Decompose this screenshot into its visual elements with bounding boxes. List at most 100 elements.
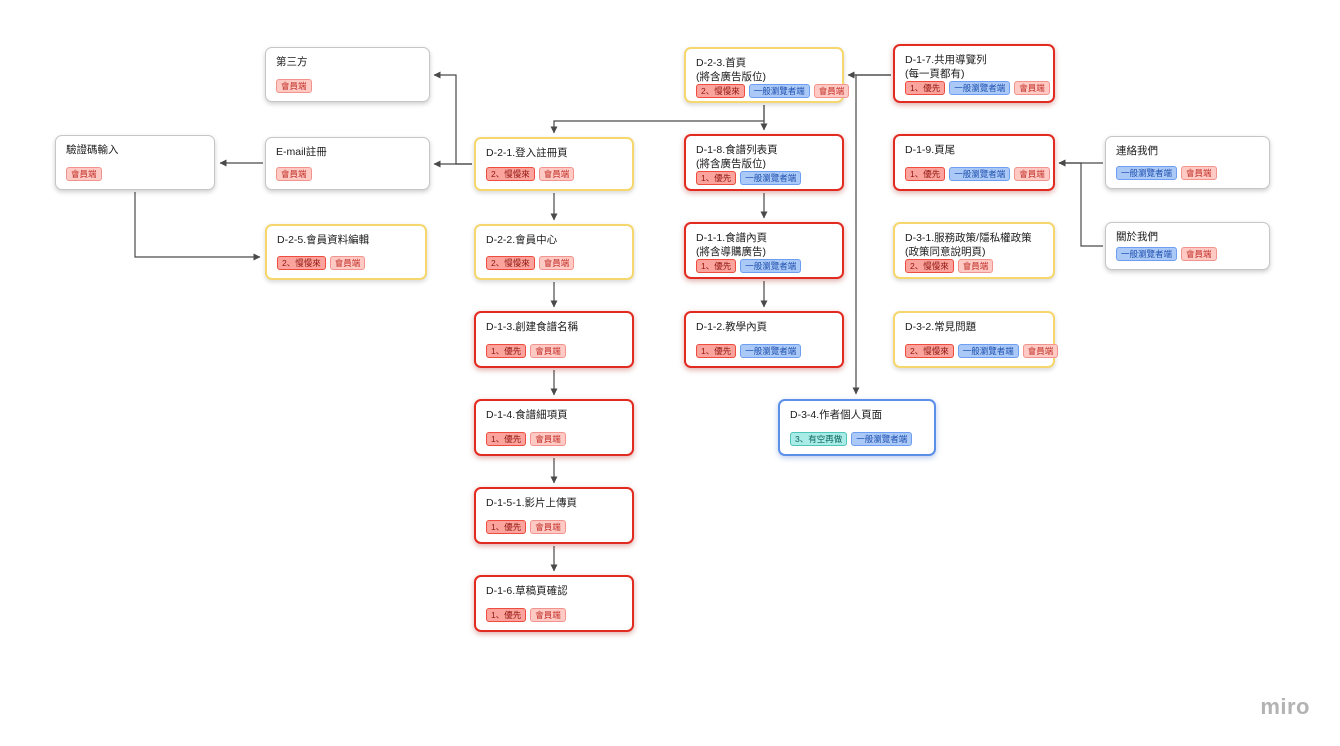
tag-member: 會員端 xyxy=(1014,167,1050,181)
card-tag-list: 一般瀏覽者端會員端 xyxy=(1116,247,1259,261)
card-title: D-3-2.常見問題 xyxy=(905,321,977,333)
connector-d-1-7-to-d-3-4[interactable] xyxy=(852,74,891,395)
card-subtitle: (每一頁都有) xyxy=(905,67,965,80)
flow-card-d-1-8[interactable]: D-1-8.食譜列表頁(將含廣告版位)1、優先一般瀏覽者端 xyxy=(684,134,844,191)
tag-p1: 1、優先 xyxy=(696,259,737,274)
flow-card-captcha-input[interactable]: 驗證碼輸入會員端 xyxy=(55,135,215,190)
card-title: D-1-6.草稿頁確認 xyxy=(486,585,568,597)
tag-p1: 1、優先 xyxy=(486,344,527,358)
flow-card-email-signup[interactable]: E-mail註冊會員端 xyxy=(265,137,430,190)
connector-about-us-to-d-1-9[interactable] xyxy=(1058,159,1103,247)
tag-viewer: 一般瀏覽者端 xyxy=(949,81,1011,96)
card-tag-list: 1、優先會員端 xyxy=(486,608,622,622)
tag-p1: 1、優先 xyxy=(905,167,946,181)
card-subtitle: (政策同意說明頁) xyxy=(905,245,986,258)
card-tag-list: 2、慢慢來會員端 xyxy=(905,259,1043,274)
tag-member: 會員端 xyxy=(530,432,566,446)
tag-p2: 2、慢慢來 xyxy=(905,259,954,274)
flow-card-contact-us[interactable]: 連絡我們一般瀏覽者端會員端 xyxy=(1105,136,1270,189)
tag-p1: 1、優先 xyxy=(486,520,527,534)
card-subtitle: (將含導購廣告) xyxy=(696,245,766,258)
tag-viewer: 一般瀏覽者端 xyxy=(957,344,1019,358)
flow-card-d-1-9[interactable]: D-1-9.頁尾 1、優先一般瀏覽者端會員端 xyxy=(893,134,1055,191)
tag-viewer: 一般瀏覽者端 xyxy=(740,344,802,358)
tag-p3: 3、有空再做 xyxy=(790,432,848,446)
card-tag-list: 1、優先一般瀏覽者端會員端 xyxy=(905,167,1050,181)
card-title: D-2-3.首頁 xyxy=(696,57,747,69)
tag-member: 會員端 xyxy=(1181,166,1217,180)
card-tag-list: 一般瀏覽者端會員端 xyxy=(1116,166,1259,180)
flow-card-d-2-3[interactable]: D-2-3.首頁(將含廣告版位)2、慢慢來一般瀏覽者端會員端 xyxy=(684,47,850,103)
flow-card-d-3-2[interactable]: D-3-2.常見問題 2、慢慢來一般瀏覽者端會員端 xyxy=(893,311,1059,368)
tag-member: 會員端 xyxy=(530,344,566,358)
card-title: 驗證碼輸入 xyxy=(66,144,119,156)
card-title: D-2-2.會員中心 xyxy=(486,234,558,246)
flow-card-third-party[interactable]: 第三方會員端 xyxy=(265,47,430,102)
tag-viewer: 一般瀏覽者端 xyxy=(1116,166,1178,180)
flow-card-d-1-1[interactable]: D-1-1.食譜內頁(將含導購廣告)1、優先一般瀏覽者端 xyxy=(684,222,844,279)
connector-captcha-to-d-2-5[interactable] xyxy=(134,192,261,261)
card-tag-list: 會員端 xyxy=(276,79,419,93)
tag-member: 會員端 xyxy=(813,84,850,99)
card-tag-list: 1、優先會員端 xyxy=(486,432,622,446)
tag-member: 會員端 xyxy=(538,167,575,181)
card-title: D-1-3.創建食譜名稱 xyxy=(486,321,579,333)
tag-p2: 2、慢慢來 xyxy=(486,167,535,181)
card-title: E-mail註冊 xyxy=(276,146,327,158)
tag-viewer: 一般瀏覽者端 xyxy=(748,84,810,99)
flow-card-about-us[interactable]: 關於我們一般瀏覽者端會員端 xyxy=(1105,222,1270,270)
tag-viewer: 一般瀏覽者端 xyxy=(740,259,802,274)
card-tag-list: 2、慢慢來會員端 xyxy=(486,256,622,270)
tag-p1: 1、優先 xyxy=(486,608,527,622)
card-title: 連絡我們 xyxy=(1116,145,1158,157)
card-tag-list: 會員端 xyxy=(276,167,419,181)
connector-d-2-3-to-d-2-1[interactable] xyxy=(550,105,765,134)
tag-p1: 1、優先 xyxy=(696,344,737,358)
card-tag-list: 1、優先會員端 xyxy=(486,344,622,358)
flow-card-d-1-7[interactable]: D-1-7.共用導覽列(每一頁都有)1、優先一般瀏覽者端會員端 xyxy=(893,44,1055,103)
tag-p2: 2、慢慢來 xyxy=(486,256,535,270)
tag-viewer: 一般瀏覽者端 xyxy=(949,167,1011,181)
flow-card-d-1-3[interactable]: D-1-3.創建食譜名稱 1、優先會員端 xyxy=(474,311,634,368)
tag-member: 會員端 xyxy=(530,520,566,534)
card-title: D-1-1.食譜內頁 xyxy=(696,232,768,244)
card-tag-list: 1、優先會員端 xyxy=(486,520,622,534)
card-title: D-1-8.食譜列表頁 xyxy=(696,144,778,156)
card-title: 第三方 xyxy=(276,56,308,68)
card-title: D-3-1.服務政策/隱私權政策 xyxy=(905,232,1032,244)
flow-card-d-3-4[interactable]: D-3-4.作者個人頁面 3、有空再做一般瀏覽者端 xyxy=(778,399,936,456)
card-tag-list: 2、慢慢來一般瀏覽者端會員端 xyxy=(905,344,1059,358)
card-tag-list: 1、優先一般瀏覽者端 xyxy=(696,344,832,358)
flow-card-d-2-1[interactable]: D-2-1.登入註冊頁 2、慢慢來會員端 xyxy=(474,137,634,191)
connector-d-2-1-to-third-party[interactable] xyxy=(433,71,472,165)
flow-card-d-1-2[interactable]: D-1-2.教學內頁 1、優先一般瀏覽者端 xyxy=(684,311,844,368)
card-title: 關於我們 xyxy=(1116,231,1158,243)
card-title: D-2-5.會員資料編輯 xyxy=(277,234,370,246)
tag-p2: 2、慢慢來 xyxy=(905,344,954,358)
flow-card-d-3-1[interactable]: D-3-1.服務政策/隱私權政策(政策同意說明頁)2、慢慢來會員端 xyxy=(893,222,1055,279)
card-title: D-3-4.作者個人頁面 xyxy=(790,409,883,421)
card-tag-list: 1、優先一般瀏覽者端 xyxy=(696,171,832,186)
flow-card-d-2-2[interactable]: D-2-2.會員中心 2、慢慢來會員端 xyxy=(474,224,634,280)
card-tag-list: 2、慢慢來一般瀏覽者端會員端 xyxy=(696,84,850,99)
card-subtitle: (將含廣告版位) xyxy=(696,70,766,83)
tag-member: 會員端 xyxy=(276,79,312,93)
tag-p2: 2、慢慢來 xyxy=(277,256,326,270)
card-title: D-1-9.頁尾 xyxy=(905,144,956,156)
tag-member: 會員端 xyxy=(276,167,312,181)
tag-p1: 1、優先 xyxy=(486,432,527,446)
flow-card-d-1-6[interactable]: D-1-6.草稿頁確認 1、優先會員端 xyxy=(474,575,634,632)
tag-member: 會員端 xyxy=(1014,81,1050,96)
card-title: D-1-2.教學內頁 xyxy=(696,321,768,333)
card-subtitle: (將含廣告版位) xyxy=(696,157,766,170)
miro-logo: miro xyxy=(1260,694,1310,719)
card-title: D-2-1.登入註冊頁 xyxy=(486,147,568,159)
tag-member: 會員端 xyxy=(538,256,575,270)
card-tag-list: 3、有空再做一般瀏覽者端 xyxy=(790,432,924,446)
card-title: D-1-7.共用導覽列 xyxy=(905,54,987,66)
tag-p2: 2、慢慢來 xyxy=(696,84,745,99)
